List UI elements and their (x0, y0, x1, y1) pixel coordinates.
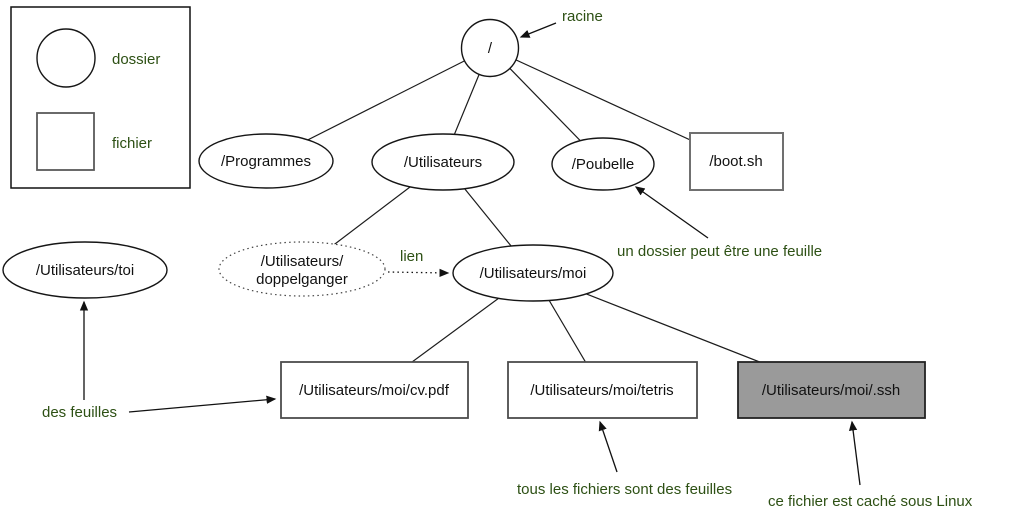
poubelle-label: /Poubelle (572, 156, 635, 173)
node-moi: /Utilisateurs/moi (452, 244, 614, 302)
feuilles-arrow-cvpdf (128, 395, 277, 413)
cache-note-arrow (848, 420, 861, 486)
moi-label: /Utilisateurs/moi (480, 265, 587, 282)
fichiers-note-annotation: tous les fichiers sont des feuilles (517, 481, 732, 498)
node-bootsh: /boot.sh (689, 132, 784, 191)
cvpdf-rect (280, 361, 469, 419)
toi-label: /Utilisateurs/toi (36, 262, 134, 279)
feuilles-annotation: des feuilles (42, 404, 117, 421)
cvpdf-label: /Utilisateurs/moi/cv.pdf (299, 382, 450, 399)
node-root: / (460, 18, 520, 78)
root-circle (460, 18, 520, 78)
legend-fichier-icon (36, 112, 95, 171)
lien-annotation: lien (400, 248, 423, 265)
legend-dossier-icon (36, 28, 96, 88)
doppelganger-label-line2: doppelganger (256, 271, 348, 288)
racine-arrow (519, 22, 557, 38)
root-label: / (488, 40, 493, 57)
node-utilisateurs: /Utilisateurs (371, 133, 515, 191)
cache-note-annotation: ce fichier est caché sous Linux (768, 493, 973, 510)
legend: dossier fichier (10, 6, 191, 189)
programmes-ellipse (198, 133, 334, 189)
node-toi: /Utilisateurs/toi (2, 241, 168, 299)
legend-dossier-label: dossier (112, 51, 160, 68)
tetris-rect (507, 361, 698, 419)
toi-ellipse (2, 241, 168, 299)
annotations: racine un dossier peut être une feuille … (42, 8, 973, 510)
ssh-label: /Utilisateurs/moi/.ssh (762, 382, 900, 399)
bootsh-label: /boot.sh (709, 153, 762, 170)
utilisateurs-label: /Utilisateurs (404, 154, 482, 171)
poubelle-note-arrow (634, 186, 709, 239)
ssh-rect (737, 361, 926, 419)
node-poubelle: /Poubelle (551, 137, 655, 191)
poubelle-ellipse (551, 137, 655, 191)
poubelle-note-annotation: un dossier peut être une feuille (617, 243, 822, 260)
fichiers-note-arrow (598, 420, 618, 473)
tree-edges (265, 47, 832, 391)
racine-annotation: racine (562, 8, 603, 25)
node-ssh: /Utilisateurs/moi/.ssh (737, 361, 926, 419)
utilisateurs-ellipse (371, 133, 515, 191)
lien-arrow (387, 268, 450, 278)
tetris-label: /Utilisateurs/moi/tetris (530, 382, 673, 399)
legend-fichier-label: fichier (112, 135, 152, 152)
node-programmes: /Programmes (198, 133, 334, 189)
doppelganger-ellipse (218, 241, 386, 297)
node-tetris: /Utilisateurs/moi/tetris (507, 361, 698, 419)
node-cvpdf: /Utilisateurs/moi/cv.pdf (280, 361, 469, 419)
bootsh-rect (689, 132, 784, 191)
doppelganger-label-line1: /Utilisateurs/ (261, 253, 344, 270)
moi-ellipse (452, 244, 614, 302)
node-doppelganger: /Utilisateurs/ doppelganger (218, 241, 386, 297)
programmes-label: /Programmes (221, 153, 311, 170)
